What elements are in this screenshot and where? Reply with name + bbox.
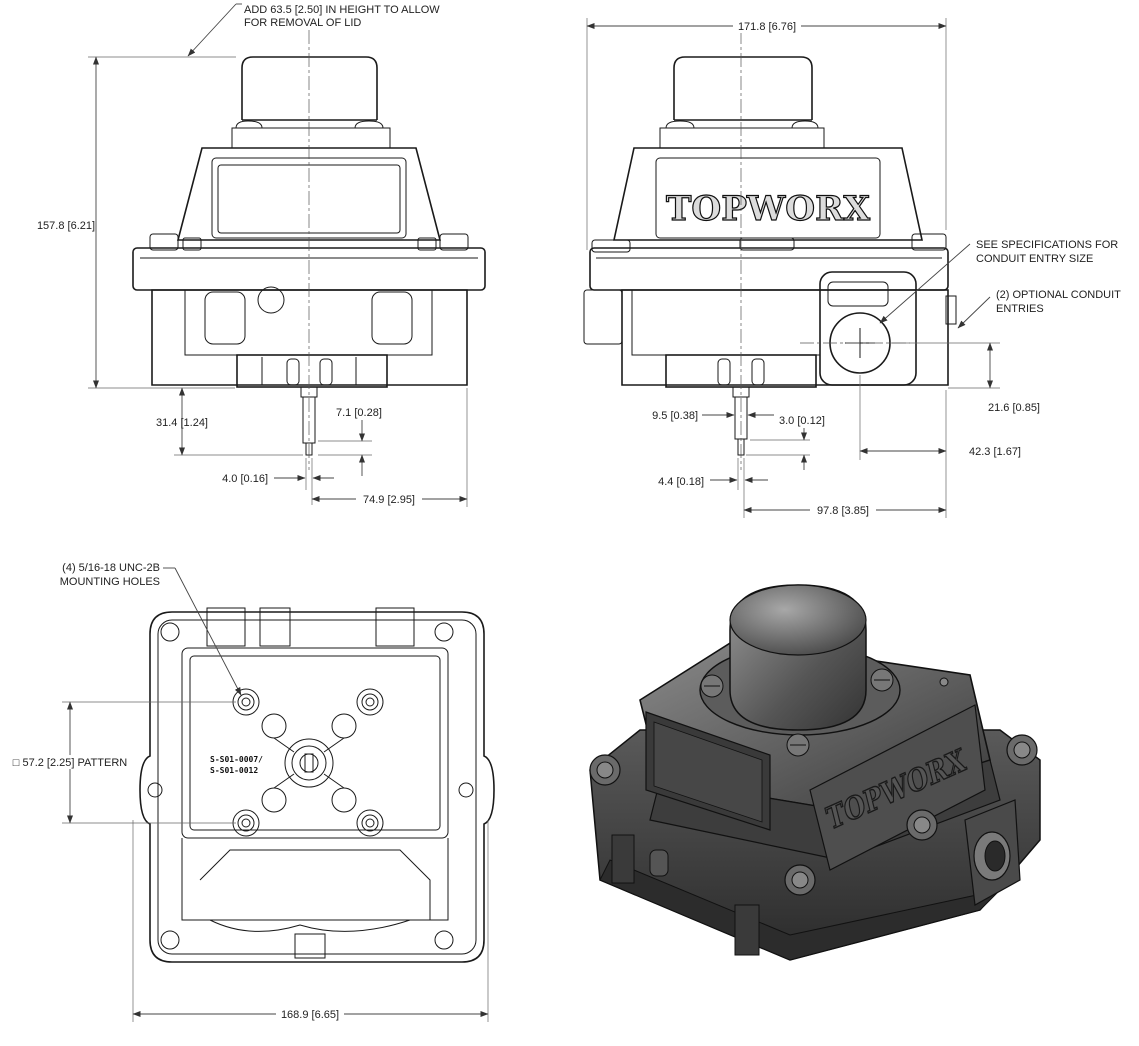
note-optional-conduit-line2: ENTRIES <box>996 303 1044 315</box>
note-spec-line1: SEE SPECIFICATIONS FOR <box>976 239 1118 251</box>
mounting-hole-bottom-left <box>232 809 260 837</box>
flange-bolt-front-right <box>906 809 938 841</box>
isometric-view: TOPWORX <box>589 584 1041 961</box>
part-number-line1: S-S01-0007/ <box>210 755 263 764</box>
cap-screw-front <box>786 733 810 757</box>
cap-screw-right <box>870 668 894 692</box>
part-number-line2: S-S01-0012 <box>210 766 258 775</box>
front-view-dimensions: 157.8 [6.21] ADD 63.5 [2.50] IN HEIGHT T… <box>37 3 468 507</box>
flange-bolt-front-left <box>784 864 816 896</box>
bottom-view-dimensions: (4) 5/16-18 UNC-2B MOUNTING HOLES □ 57.2… <box>4 562 489 1022</box>
dim-shaft-offset-front: 74.9 [2.95] <box>363 494 415 506</box>
mounting-hole-top-left <box>232 688 260 716</box>
dim-shaft-flat: 7.1 [0.28] <box>336 407 382 419</box>
conduit-entry-3d <box>964 799 1021 906</box>
note-lid-removal-line1: ADD 63.5 [2.50] IN HEIGHT TO ALLOW <box>244 4 440 16</box>
dim-bolt-pattern: □ 57.2 [2.25] PATTERN <box>13 757 128 769</box>
front-view <box>132 30 486 470</box>
side-view: TOPWORX <box>583 30 957 470</box>
dim-conduit-height: 21.6 [0.85] <box>988 402 1040 414</box>
note-optional-conduit-line1: (2) OPTIONAL CONDUIT <box>996 289 1121 301</box>
note-mounting-holes-line2: MOUNTING HOLES <box>60 576 160 588</box>
flange-bolt-left <box>589 754 621 786</box>
mounting-hole-bottom-right <box>356 809 384 837</box>
note-lid-removal-line2: FOR REMOVAL OF LID <box>244 17 361 29</box>
note-spec-line2: CONDUIT ENTRY SIZE <box>976 253 1093 265</box>
dim-shaft-length: 31.4 [1.24] <box>156 417 208 429</box>
cap-screw-left <box>700 674 724 698</box>
dim-shaft-slot-front: 4.0 [0.16] <box>222 473 268 485</box>
dim-overall-width-bottom: 168.9 [6.65] <box>281 1009 339 1021</box>
flange-bolt-right <box>1006 734 1038 766</box>
dim-shaft-flat-side: 3.0 [0.12] <box>779 415 825 427</box>
dim-shaft-offset-side: 97.8 [3.85] <box>817 505 869 517</box>
mounting-hole-top-right <box>356 688 384 716</box>
note-mounting-holes-line1: (4) 5/16-18 UNC-2B <box>62 562 160 574</box>
dim-conduit-offset: 42.3 [1.67] <box>969 446 1021 458</box>
dim-shaft-slot-side: 4.4 [0.18] <box>658 476 704 488</box>
dim-shaft-dia-side: 9.5 [0.38] <box>652 410 698 422</box>
dim-overall-height: 157.8 [6.21] <box>37 220 95 232</box>
topworx-logo-side: TOPWORX <box>666 189 871 229</box>
side-view-dimensions: 171.8 [6.76] SEE SPECIFICATIONS FOR COND… <box>586 18 1121 518</box>
dim-overall-width-side: 171.8 [6.76] <box>738 21 796 33</box>
bottom-view: S-S01-0007/ S-S01-0012 <box>139 607 495 963</box>
